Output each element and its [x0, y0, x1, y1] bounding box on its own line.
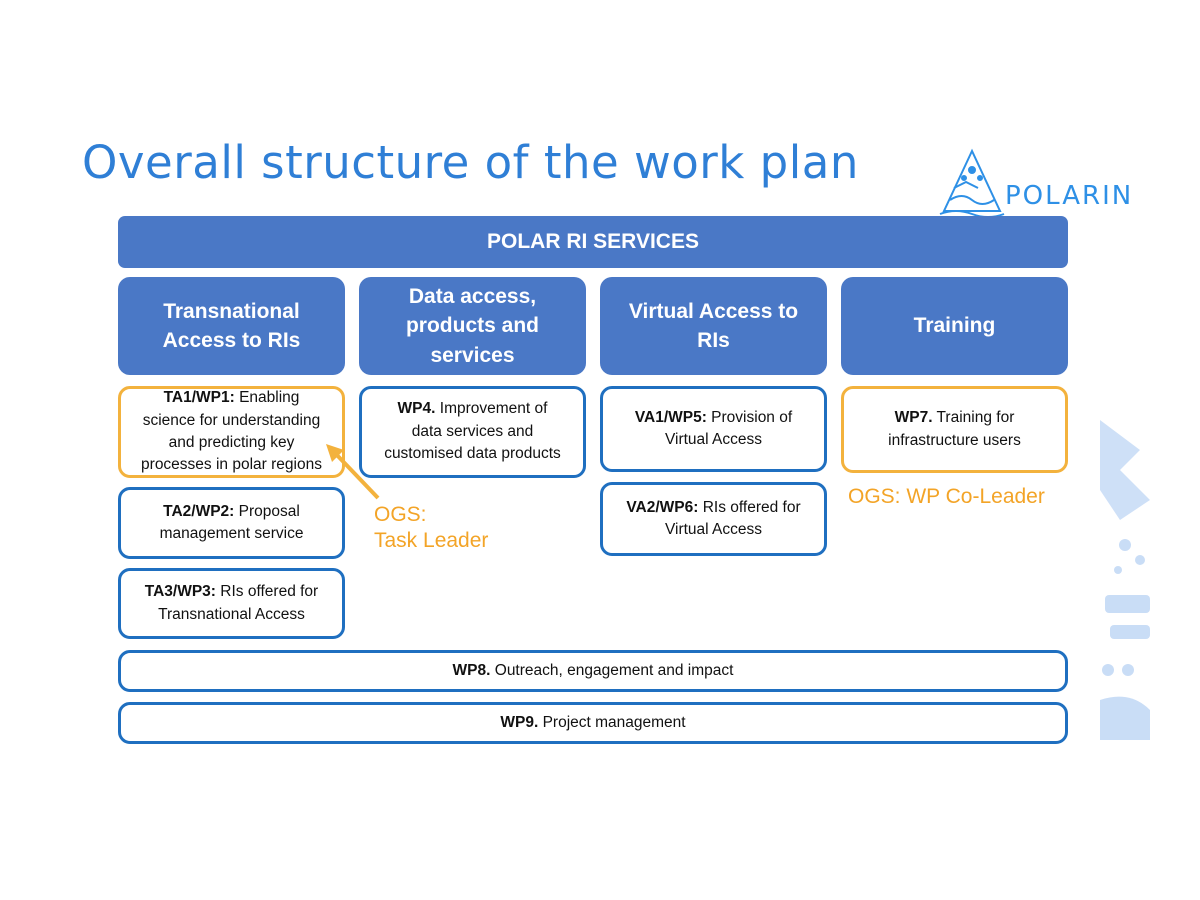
ogs-wp-coleader-note: OGS: WP Co-Leader [848, 485, 1045, 508]
box-ta1-wp1: TA1/WP1: Enabling science for understand… [118, 386, 345, 478]
logo-text: POLARIN [1005, 181, 1134, 211]
box-wp9: WP9. Project management [118, 702, 1068, 744]
ogs-task-leader-note: OGS: Task Leader [374, 503, 489, 553]
box-wp4: WP4. Improvement of data services and cu… [359, 386, 586, 478]
slide-title: Overall structure of the work plan [82, 136, 859, 189]
box-va1-wp5: VA1/WP5: Provision of Virtual Access [600, 386, 827, 472]
box-va2-wp6: VA2/WP6: RIs offered for Virtual Access [600, 482, 827, 556]
decorative-pattern-icon [1100, 420, 1150, 740]
box-wp7: WP7. Training for infrastructure users [841, 386, 1068, 473]
polar-ri-services-banner: POLAR RI SERVICES [118, 216, 1068, 268]
box-ta2-wp2: TA2/WP2: Proposal management service [118, 487, 345, 559]
box-ta3-wp3: TA3/WP3: RIs offered for Transnational A… [118, 568, 345, 639]
header-training: Training [841, 277, 1068, 375]
box-wp8: WP8. Outreach, engagement and impact [118, 650, 1068, 692]
arrow-icon [326, 444, 380, 500]
